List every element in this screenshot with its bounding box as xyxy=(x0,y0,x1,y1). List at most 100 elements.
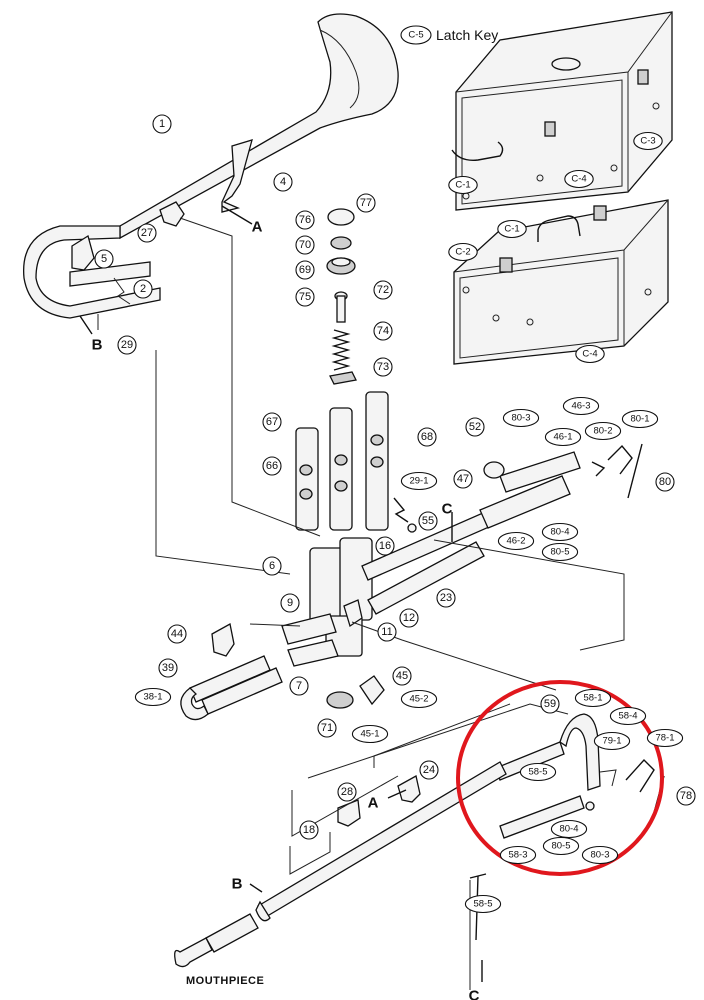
part-label-7: 7 xyxy=(289,676,309,696)
part-label-12: 12 xyxy=(399,608,419,628)
leadpipe xyxy=(174,761,507,968)
part-label-27-text: 27 xyxy=(141,227,153,239)
part-label-46-2-text: 46-2 xyxy=(506,536,525,547)
case-label-c-1: C-1 xyxy=(448,175,478,195)
part-label-67: 67 xyxy=(262,412,282,432)
part-label-58-5: 58-5 xyxy=(464,894,502,914)
part-label-80-3: 80-3 xyxy=(581,845,619,865)
part-label-76-text: 76 xyxy=(299,214,311,226)
part-label-39: 39 xyxy=(158,658,178,678)
part-label-69-text: 69 xyxy=(299,264,311,276)
guide-lines xyxy=(97,217,625,990)
case-label-c-1-text: C-1 xyxy=(455,180,470,191)
part-label-76: 76 xyxy=(295,210,315,230)
case-bottom xyxy=(453,199,669,365)
part-label-80-text: 80 xyxy=(659,476,671,488)
case-label-c-1: C-1 xyxy=(497,219,527,239)
part-label-58-5: 58-5 xyxy=(519,762,557,782)
part-label-72-text: 72 xyxy=(377,284,389,296)
part-label-24: 24 xyxy=(419,760,439,780)
part-label-73-text: 73 xyxy=(377,361,389,373)
part-label-78-1: 78-1 xyxy=(646,728,684,748)
bell-section xyxy=(23,13,399,319)
case-label-c-3: C-3 xyxy=(633,131,663,151)
part-label-45-1-text: 45-1 xyxy=(360,729,379,740)
case-labels: C-3C-1C-4C-1C-2C-4 xyxy=(448,131,663,364)
part-label-67-text: 67 xyxy=(266,416,278,428)
part-label-28: 28 xyxy=(337,782,357,802)
part-label-18: 18 xyxy=(299,820,319,840)
connection-letter-c: C xyxy=(469,988,480,1000)
part-label-38-1-text: 38-1 xyxy=(143,692,162,703)
legend-code: C-5 xyxy=(408,30,423,41)
case-label-c-2: C-2 xyxy=(448,242,478,262)
part-label-58-5-text: 58-5 xyxy=(528,767,547,778)
mouthpiece-label: MOUTHPIECE xyxy=(186,975,264,987)
part-label-2-text: 2 xyxy=(140,283,146,295)
case-label-c-4-text: C-4 xyxy=(571,174,586,185)
part-label-59-text: 59 xyxy=(544,698,556,710)
latch-icon xyxy=(499,257,513,273)
case-label-c-4: C-4 xyxy=(564,169,594,189)
part-label-55-text: 55 xyxy=(422,515,434,527)
valve-parts xyxy=(295,208,389,531)
part-label-1-text: 1 xyxy=(159,118,165,130)
part-label-1: 1 xyxy=(152,114,172,134)
part-label-39-text: 39 xyxy=(162,662,174,674)
part-label-38-1: 38-1 xyxy=(134,687,172,707)
part-label-80-4: 80-4 xyxy=(550,819,588,839)
part-label-80-1-text: 80-1 xyxy=(630,414,649,425)
part-label-74: 74 xyxy=(373,321,393,341)
part-label-52-text: 52 xyxy=(469,421,481,433)
part-label-9-text: 9 xyxy=(287,597,293,609)
part-label-58-4: 58-4 xyxy=(609,706,647,726)
part-label-79-1: 79-1 xyxy=(593,731,631,751)
case-label-c-2-text: C-2 xyxy=(455,247,470,258)
part-label-80-4: 80-4 xyxy=(541,522,579,542)
part-label-72: 72 xyxy=(373,280,393,300)
part-label-80-5-text: 80-5 xyxy=(550,547,569,558)
part-label-16: 16 xyxy=(375,536,395,556)
part-label-18-text: 18 xyxy=(303,824,315,836)
case-label-c-4-text: C-4 xyxy=(582,349,597,360)
part-label-68: 68 xyxy=(417,427,437,447)
part-label-66: 66 xyxy=(262,456,282,476)
case-label-c-3-text: C-3 xyxy=(640,136,655,147)
part-label-78: 78 xyxy=(676,786,696,806)
part-label-58-4-text: 58-4 xyxy=(618,711,637,722)
part-label-4-text: 4 xyxy=(280,176,286,188)
part-label-80-3: 80-3 xyxy=(502,408,540,428)
part-label-75-text: 75 xyxy=(299,291,311,303)
part-label-70-text: 70 xyxy=(299,239,311,251)
part-label-58-3: 58-3 xyxy=(499,845,537,865)
part-label-24-text: 24 xyxy=(423,764,435,776)
part-label-71-text: 71 xyxy=(321,722,333,734)
part-label-12-text: 12 xyxy=(403,612,415,624)
part-label-80: 80 xyxy=(655,472,675,492)
part-label-80-4-text: 80-4 xyxy=(559,824,578,835)
case-label-c-4: C-4 xyxy=(575,344,605,364)
part-label-73: 73 xyxy=(373,357,393,377)
part-label-80-5-text: 80-5 xyxy=(551,841,570,852)
part-label-58-5-text: 58-5 xyxy=(473,899,492,910)
part-label-68-text: 68 xyxy=(421,431,433,443)
connection-letter-a: A xyxy=(368,795,379,812)
part-label-69: 69 xyxy=(295,260,315,280)
part-label-46-3-text: 46-3 xyxy=(571,401,590,412)
arrows xyxy=(79,205,483,982)
part-label-52: 52 xyxy=(465,417,485,437)
part-label-80-2: 80-2 xyxy=(584,421,622,441)
case-label-c-1-text: C-1 xyxy=(504,224,519,235)
part-label-23-text: 23 xyxy=(440,592,452,604)
part-label-79-1-text: 79-1 xyxy=(602,736,621,747)
part-label-45-2: 45-2 xyxy=(400,689,438,709)
part-label-6: 6 xyxy=(262,556,282,576)
part-label-29: 29 xyxy=(117,335,137,355)
part-labels: 1427522976777069757274736768665280-346-3… xyxy=(94,114,696,914)
part-label-23: 23 xyxy=(436,588,456,608)
part-label-27: 27 xyxy=(137,223,157,243)
part-label-44: 44 xyxy=(167,624,187,644)
part-label-77-text: 77 xyxy=(360,197,372,209)
part-label-55: 55 xyxy=(418,511,438,531)
part-label-5-text: 5 xyxy=(101,253,107,265)
